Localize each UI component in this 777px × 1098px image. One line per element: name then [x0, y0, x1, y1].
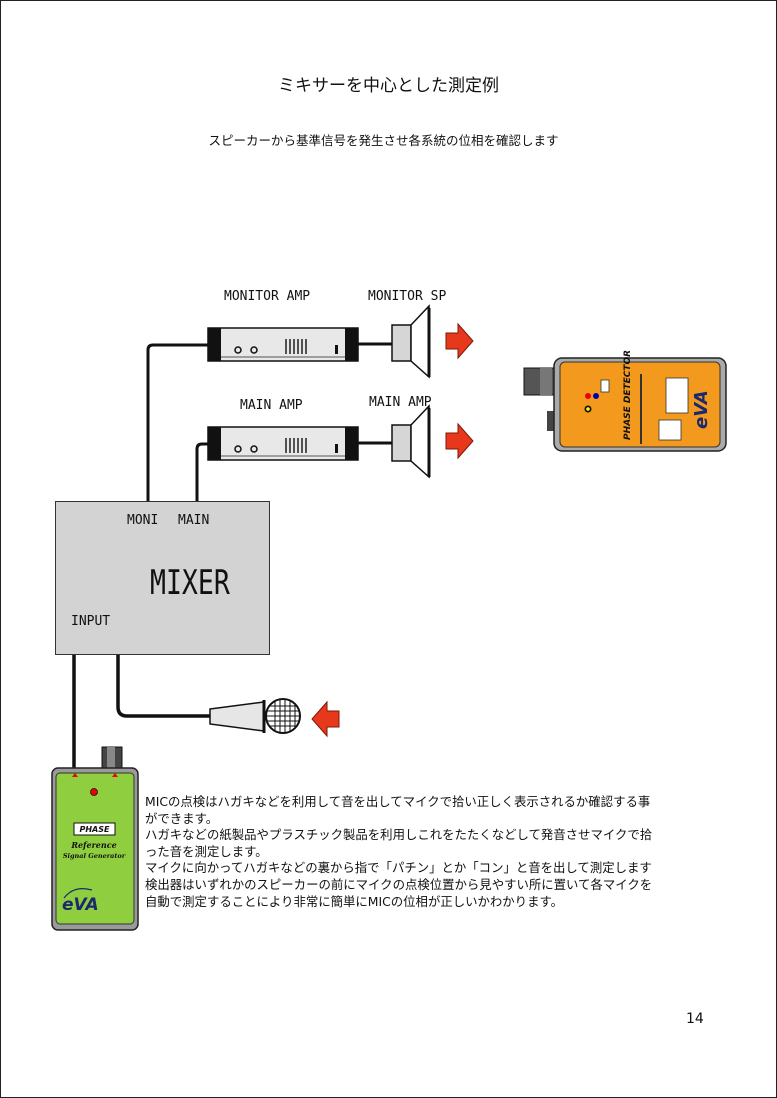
phase-detector-device: PHASE DETECTOR eVA [523, 350, 727, 452]
monitor-amp [207, 327, 359, 362]
main-cable [195, 442, 209, 504]
monitor-speaker [391, 304, 431, 379]
signal-generator-device: PHASE Reference Signal Generator eVA [51, 746, 139, 931]
detector-brand-logo: eVA [691, 390, 712, 429]
monitor-sp-label: MONITOR SP [368, 289, 447, 304]
page-number: 14 [686, 1011, 704, 1027]
description-line: ができます。 [145, 810, 219, 826]
mixer-box [55, 501, 270, 655]
main-amp-label: MAIN AMP [240, 398, 303, 413]
monitor-amp-label: MONITOR AMP [224, 289, 311, 304]
generator-phase-label: PHASE [80, 825, 111, 834]
mixer-name: MIXER [150, 563, 230, 603]
mic-cable [116, 640, 210, 718]
main-speaker [391, 404, 431, 479]
generator-brand-swoosh-icon [63, 888, 93, 899]
page-subtitle: スピーカーから基準信号を発生させ各系統の位相を確認します [208, 133, 559, 148]
description-line: った音を測定します。 [145, 843, 268, 859]
description-line: マイクに向かってハガキなどの裏から指で「パチン」とか「コン」と音を出して測定しま… [145, 860, 652, 876]
moni-cable [146, 343, 209, 504]
main-amp [207, 426, 359, 461]
generator-brand-logo: eVA [62, 895, 99, 915]
generator-signal-label: Signal Generator [63, 852, 126, 860]
description-line: ハガキなどの紙製品やプラスチック製品を利用しこれをたたくなどして発音させマイクで… [145, 827, 653, 843]
description-line: 検出器はいずれかのスピーカーの前にマイクの点検位置から見やすい所に置いて各マイク… [145, 876, 653, 892]
generator-reference-label: Reference [70, 840, 116, 850]
detector-model-label: PHASE DETECTOR [623, 350, 633, 440]
description: MICの点検はハガキなどを利用して音を出してマイクで拾い正しく表示されるか確認す… [145, 794, 720, 910]
mixer-input-label: INPUT [71, 614, 111, 629]
monitor-sound-arrow-icon [445, 322, 474, 360]
main-sp-label: MAIN AMP [369, 395, 432, 410]
main-sound-arrow-icon [445, 422, 474, 460]
mic-sound-arrow-icon [311, 700, 340, 738]
page-title: ミキサーを中心とした測定例 [278, 76, 499, 96]
mixer-moni-output-label: MONI [127, 513, 159, 528]
description-line: MICの点検はハガキなどを利用して音を出してマイクで拾い正しく表示されるか確認す… [145, 794, 651, 809]
description-line: 自動で測定することにより非常に簡単にMICの位相が正しいかわかります。 [145, 893, 564, 909]
mixer-main-output-label: MAIN [178, 513, 210, 528]
microphone-icon [209, 698, 301, 734]
